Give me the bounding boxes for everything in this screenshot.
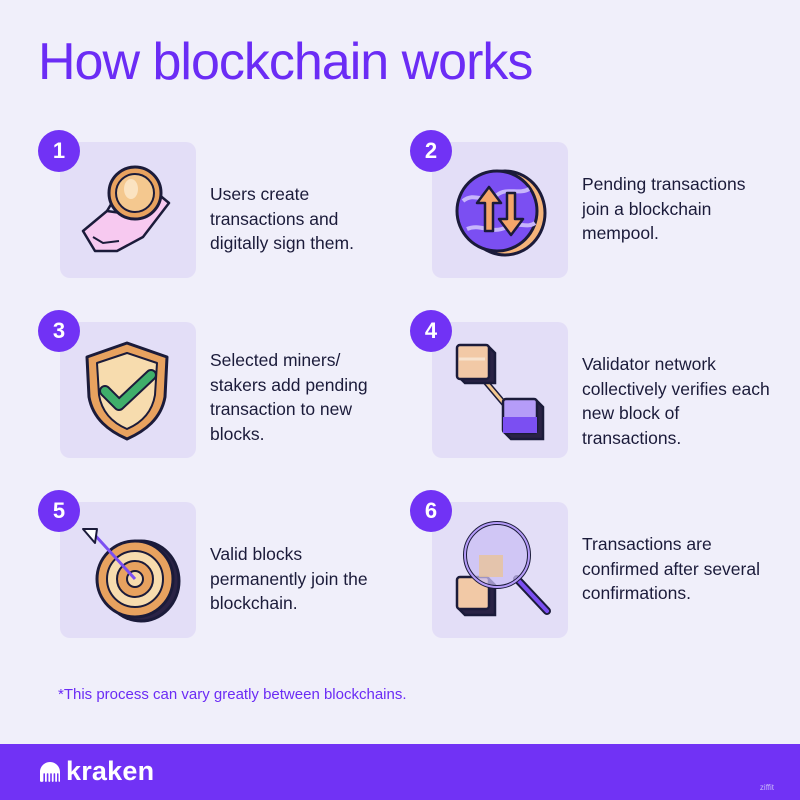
step-5: 5 Valid blocks permanently join the bloc…: [38, 490, 398, 638]
step-6: 6 Transactions are confirmed after sever…: [410, 490, 770, 638]
kraken-logo-icon: [40, 761, 60, 782]
footer-bar: kraken ziffit: [0, 744, 800, 800]
step-description: Valid blocks permanently join the blockc…: [210, 544, 368, 613]
step-description: Transactions are confirmed after several…: [582, 534, 760, 603]
footnote: *This process can vary greatly between b…: [58, 686, 407, 703]
page-title: How blockchain works: [38, 33, 533, 91]
step-number-badge: 4: [410, 310, 452, 352]
step-4: 4 Validator network collectively verifie…: [410, 310, 770, 458]
step-description: Selected miners/ stakers add pending tra…: [210, 350, 368, 444]
step-number-badge: 3: [38, 310, 80, 352]
step-description: Pending transactions join a blockchain m…: [582, 174, 746, 243]
step-card: [432, 322, 568, 458]
brand-logo: kraken: [38, 756, 154, 787]
linked-blocks-icon: [455, 343, 545, 441]
step-card: [60, 322, 196, 458]
step-3: 3 Selected miners/ stakers add pending t…: [38, 310, 398, 458]
shield-check-icon: [85, 341, 169, 441]
watermark: ziffit: [759, 783, 774, 792]
magnifier-block-icon: [455, 521, 551, 617]
step-card: [60, 502, 196, 638]
step-card: [432, 502, 568, 638]
step-number-badge: 1: [38, 130, 80, 172]
step-2: 2 Pending transactions join a blockchain…: [410, 130, 770, 278]
step-number-badge: 6: [410, 490, 452, 532]
step-1: 1 Users create transactions and digitall…: [38, 130, 398, 278]
step-number-badge: 2: [410, 130, 452, 172]
brand-name: kraken: [66, 756, 155, 786]
step-description: Users create transactions and digitally …: [210, 184, 354, 253]
step-card: [60, 142, 196, 278]
hand-coin-icon: [81, 165, 171, 253]
step-card: [432, 142, 568, 278]
step-number-badge: 5: [38, 490, 80, 532]
target-arrow-icon: [82, 528, 181, 623]
step-description: Validator network collectively verifies …: [582, 354, 770, 448]
exchange-arrows-coin-icon: [455, 169, 547, 257]
